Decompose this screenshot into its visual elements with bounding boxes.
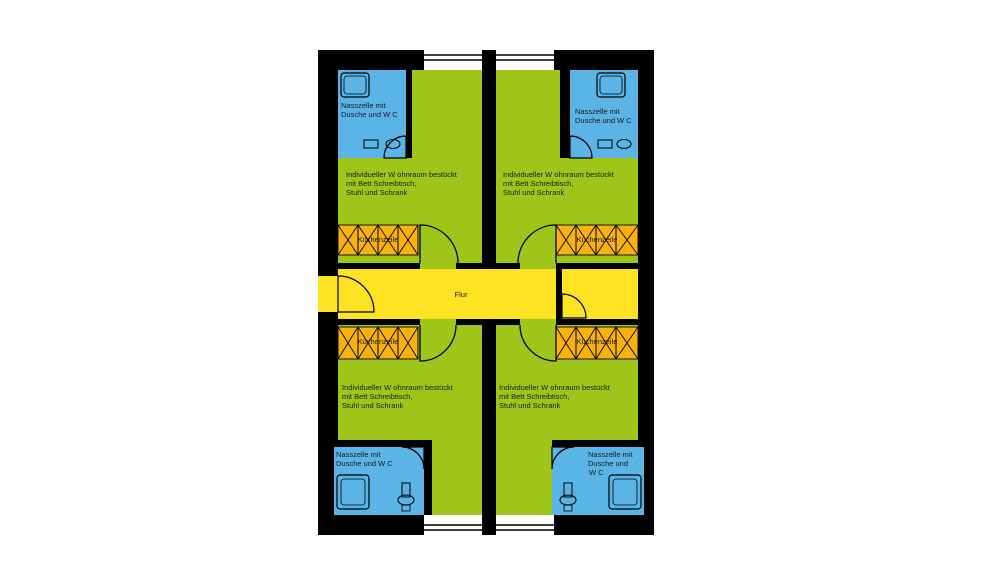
entrance-door	[337, 275, 375, 313]
kitchenette	[337, 224, 419, 256]
bath-label: Nasszelle mit	[341, 101, 387, 110]
living-room	[338, 325, 482, 515]
bath-label: Nasszelle mit	[336, 450, 382, 459]
kitchen-label: Küchenzeile	[358, 235, 399, 244]
unit-bottom-right	[496, 324, 644, 515]
shower-tray	[336, 474, 370, 510]
bath-label: Nasszelle mit	[575, 107, 621, 116]
window-bottom-right	[496, 515, 554, 535]
room-door	[519, 324, 557, 362]
kitchen-label: Küchenzeile	[577, 235, 618, 244]
corridor-label: Flur	[455, 290, 468, 299]
bath-door	[401, 446, 425, 470]
shower-tray	[608, 474, 642, 510]
bath-label: Dusche und W C	[341, 110, 398, 119]
bath-label: Dusche und W C	[575, 116, 632, 125]
kitchenette	[337, 326, 419, 360]
bathroom	[570, 70, 638, 158]
bath-door	[551, 446, 575, 470]
room-label: Individueller W ohnraum bestückt	[346, 170, 458, 179]
bath-label: Nasszelle mit	[588, 450, 634, 459]
side-door	[561, 293, 587, 319]
room-door	[419, 324, 457, 362]
room-label: mit Bett Schreibtisch,	[503, 179, 573, 188]
bath-label: W C	[589, 468, 604, 477]
unit-bottom-left	[334, 324, 482, 515]
room-label: mit Bett Schreibtisch,	[346, 179, 416, 188]
living-room	[496, 325, 638, 515]
kitchenette	[555, 224, 639, 256]
room-label: mit Bett Schreibtisch,	[342, 392, 412, 401]
bathroom	[338, 70, 406, 158]
window-top-left	[424, 50, 482, 70]
corridor	[318, 263, 638, 325]
room-label: Individueller W ohnraum bestückt	[503, 170, 615, 179]
room-door	[517, 224, 557, 264]
window-top-right	[496, 50, 554, 70]
room-label: Individueller W ohnraum bestückt	[499, 383, 611, 392]
shower-tray	[340, 72, 370, 98]
room-label: Individueller W ohnraum bestückt	[342, 383, 454, 392]
room-label: Stuhl und Schrank	[503, 188, 565, 197]
bath-door	[383, 135, 407, 159]
toilet	[597, 139, 632, 149]
bath-label: Dusche und	[588, 459, 628, 468]
bathroom	[334, 447, 424, 515]
unit-top-right	[496, 70, 639, 264]
toilet	[397, 482, 415, 512]
toilet	[559, 482, 577, 512]
room-label: Stuhl und Schrank	[346, 188, 408, 197]
unit-top-left	[337, 70, 482, 264]
room-door	[419, 224, 459, 264]
window-bottom-left	[424, 515, 482, 535]
kitchen-label: Küchenzeile	[577, 337, 618, 346]
bath-door	[569, 135, 593, 159]
bathroom	[552, 447, 644, 515]
shower-tray	[596, 72, 626, 98]
living-room	[338, 70, 482, 263]
room-label: Stuhl und Schrank	[499, 401, 561, 410]
room-label: Stuhl und Schrank	[342, 401, 404, 410]
bath-label: Dusche und W C	[336, 459, 393, 468]
kitchen-label: Küchenzeile	[358, 337, 399, 346]
living-room	[496, 70, 638, 263]
room-label: mit Bett Schreibtisch,	[499, 392, 569, 401]
